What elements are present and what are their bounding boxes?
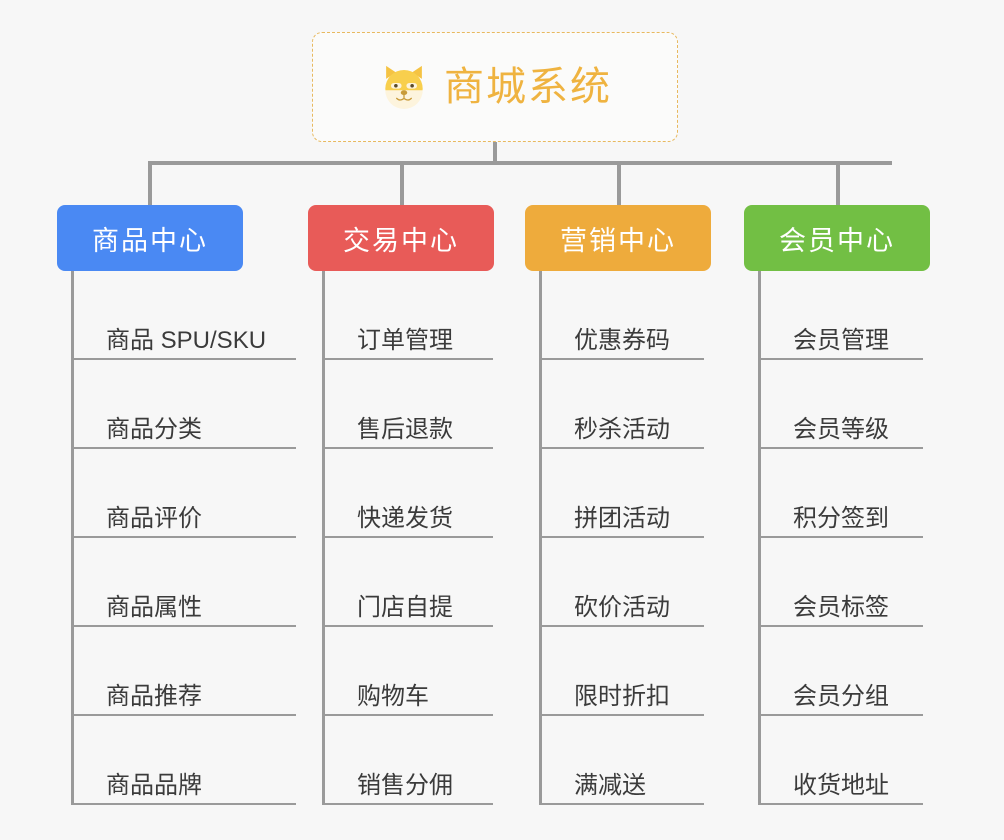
list-item[interactable]: 订单管理: [325, 271, 493, 360]
connector-drop-product-center: [148, 161, 152, 207]
list-item-label: 售后退款: [357, 415, 453, 443]
list-item[interactable]: 售后退款: [325, 360, 493, 449]
list-item-label: 优惠券码: [574, 326, 670, 354]
list-item[interactable]: 商品 SPU/SKU: [74, 271, 296, 360]
list-item-label: 购物车: [357, 682, 429, 710]
list-item[interactable]: 商品属性: [74, 538, 296, 627]
shiba-dog-face-icon: [385, 65, 423, 109]
list-item-label: 限时折扣: [574, 682, 670, 710]
branch-header-member-center[interactable]: 会员中心: [744, 205, 930, 271]
branch-header-label: 商品中心: [92, 225, 208, 256]
list-item[interactable]: 砍价活动: [542, 538, 704, 627]
list-item[interactable]: 限时折扣: [542, 627, 704, 716]
connector-drop-trade-center: [400, 161, 404, 207]
list-item-label: 会员管理: [793, 326, 889, 354]
list-item-label: 商品评价: [106, 504, 202, 532]
connector-drop-marketing-center: [617, 161, 621, 207]
root-node-title: 商城系统: [444, 65, 612, 109]
list-item-label: 商品 SPU/SKU: [106, 326, 267, 354]
list-item-label: 秒杀活动: [574, 415, 670, 443]
list-item-label: 商品分类: [106, 415, 202, 443]
branch-header-label: 营销中心: [560, 225, 676, 256]
list-item-label: 门店自提: [357, 593, 453, 621]
branch-header-label: 会员中心: [779, 225, 895, 256]
list-item-label: 商品推荐: [106, 682, 202, 710]
list-item[interactable]: 收货地址: [761, 716, 923, 805]
list-item-label: 订单管理: [357, 326, 453, 354]
branch-product-center: 商品中心 商品 SPU/SKU 商品分类 商品评价 商品属性 商品推荐 商品品牌: [57, 205, 296, 805]
list-item[interactable]: 会员等级: [761, 360, 923, 449]
list-item[interactable]: 会员管理: [761, 271, 923, 360]
list-item-label: 拼团活动: [574, 504, 670, 532]
branch-trade-center: 交易中心 订单管理 售后退款 快递发货 门店自提 购物车 销售分佣: [308, 205, 494, 805]
list-item-label: 会员等级: [793, 415, 889, 443]
list-item-label: 满减送: [574, 771, 646, 799]
root-node-content: 商城系统: [378, 61, 612, 113]
branch-header-trade-center[interactable]: 交易中心: [308, 205, 494, 271]
list-item[interactable]: 秒杀活动: [542, 360, 704, 449]
list-item-label: 积分签到: [793, 504, 889, 532]
list-item[interactable]: 会员标签: [761, 538, 923, 627]
list-item-label: 会员分组: [793, 682, 889, 710]
root-node-mall-system: 商城系统: [312, 32, 678, 142]
list-item-label: 收货地址: [793, 771, 889, 799]
list-item[interactable]: 商品评价: [74, 449, 296, 538]
list-item[interactable]: 商品推荐: [74, 627, 296, 716]
list-item[interactable]: 销售分佣: [325, 716, 493, 805]
list-item[interactable]: 快递发货: [325, 449, 493, 538]
list-item[interactable]: 会员分组: [761, 627, 923, 716]
connector-drop-member-center: [836, 161, 840, 207]
branch-items-member-center: 会员管理 会员等级 积分签到 会员标签 会员分组 收货地址: [758, 271, 930, 805]
list-item-label: 会员标签: [793, 593, 889, 621]
branch-header-marketing-center[interactable]: 营销中心: [525, 205, 711, 271]
branch-items-marketing-center: 优惠券码 秒杀活动 拼团活动 砍价活动 限时折扣 满减送: [539, 271, 711, 805]
connector-stem-vertical: [493, 142, 497, 164]
list-item-label: 商品品牌: [106, 771, 202, 799]
branch-member-center: 会员中心 会员管理 会员等级 积分签到 会员标签 会员分组 收货地址: [744, 205, 930, 805]
list-item[interactable]: 购物车: [325, 627, 493, 716]
list-item-label: 销售分佣: [357, 771, 453, 799]
branch-header-product-center[interactable]: 商品中心: [57, 205, 243, 271]
connector-bus-horizontal: [148, 161, 892, 165]
list-item-label: 砍价活动: [574, 593, 670, 621]
list-item[interactable]: 商品品牌: [74, 716, 296, 805]
list-item[interactable]: 优惠券码: [542, 271, 704, 360]
list-item-label: 商品属性: [106, 593, 202, 621]
branch-items-trade-center: 订单管理 售后退款 快递发货 门店自提 购物车 销售分佣: [322, 271, 494, 805]
list-item[interactable]: 商品分类: [74, 360, 296, 449]
list-item[interactable]: 门店自提: [325, 538, 493, 627]
list-item[interactable]: 满减送: [542, 716, 704, 805]
list-item-label: 快递发货: [357, 504, 453, 532]
list-item[interactable]: 拼团活动: [542, 449, 704, 538]
list-item[interactable]: 积分签到: [761, 449, 923, 538]
branch-marketing-center: 营销中心 优惠券码 秒杀活动 拼团活动 砍价活动 限时折扣 满减送: [525, 205, 711, 805]
branch-header-label: 交易中心: [343, 225, 459, 256]
branch-items-product-center: 商品 SPU/SKU 商品分类 商品评价 商品属性 商品推荐 商品品牌: [71, 271, 296, 805]
